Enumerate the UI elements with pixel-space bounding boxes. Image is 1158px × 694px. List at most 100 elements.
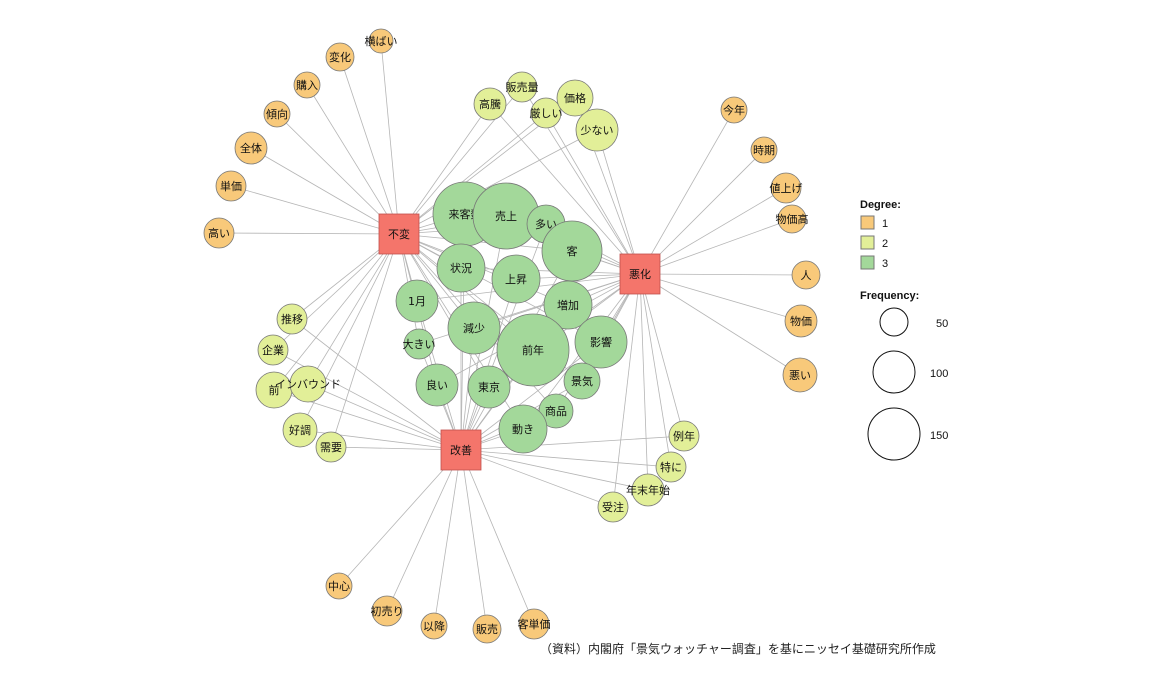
word-node: 初売り	[371, 595, 404, 627]
word-node-circle	[668, 420, 700, 452]
word-node-label: 特に	[660, 460, 682, 474]
word-node: 客単価	[518, 608, 551, 640]
word-node-circle	[597, 491, 629, 523]
word-node: 人	[791, 260, 821, 290]
word-node: 高い	[203, 217, 235, 249]
word-node: 東京	[467, 365, 511, 409]
legend: Degree: 1 2 3 Frequency: 50 100 150	[860, 199, 948, 461]
word-node-circle	[556, 79, 594, 117]
word-node-circle	[543, 280, 593, 330]
edge	[386, 449, 462, 612]
legend-freq-150-label: 150	[930, 430, 948, 442]
word-node: 商品	[538, 393, 574, 429]
word-node-label: 前	[269, 383, 280, 397]
word-node-label: 販売	[476, 623, 498, 636]
word-node-circle	[472, 614, 502, 644]
word-node: 変化	[325, 42, 355, 72]
word-node-circle	[491, 254, 541, 304]
word-node-circle	[631, 473, 665, 507]
edge	[639, 149, 765, 275]
edge	[250, 147, 400, 235]
word-node-circle	[655, 451, 687, 483]
word-node-label: 企業	[262, 343, 284, 357]
word-node-circle	[791, 260, 821, 290]
word-node-circle	[782, 357, 818, 393]
hub-node: 悪化	[619, 253, 661, 295]
legend-freq-150-circle	[867, 407, 921, 461]
word-node: 購入	[293, 71, 321, 99]
word-node: インバウンド	[275, 365, 341, 403]
edge	[291, 318, 462, 451]
legend-degree-2-label: 2	[882, 238, 888, 250]
word-node-circle	[368, 28, 394, 54]
legend-frequency-title: Frequency:	[860, 290, 919, 302]
word-node-label: 中心	[328, 580, 350, 593]
word-node: 良い	[415, 363, 459, 407]
word-node-circle	[720, 96, 748, 124]
edge	[433, 449, 462, 627]
word-node-label: 動き	[512, 422, 534, 436]
word-node-label: 良い	[426, 378, 448, 392]
edge	[639, 273, 807, 276]
word-node-label: 受注	[602, 500, 624, 514]
legend-freq-100-circle	[872, 350, 916, 394]
word-node-circle	[506, 71, 538, 103]
edge	[489, 103, 641, 275]
word-node-label: 初売り	[371, 604, 404, 618]
word-node: 前年	[496, 313, 570, 387]
word-node: 年末年始	[626, 473, 670, 507]
word-node-label: 少ない	[581, 124, 614, 137]
word-node-circle	[750, 136, 778, 164]
word-node-label: インバウンド	[275, 378, 341, 391]
word-node-label: 厳しい	[530, 106, 563, 120]
word-node-label: 景気	[571, 374, 593, 388]
edge	[398, 103, 491, 235]
edge	[639, 109, 735, 275]
word-node-label: 物価高	[776, 212, 809, 226]
hub-node-label: 悪化	[629, 267, 651, 281]
edge	[307, 383, 462, 451]
word-node: 受注	[597, 491, 629, 523]
edge	[460, 278, 517, 451]
edge	[460, 341, 602, 451]
word-node-circle	[395, 279, 439, 323]
word-node-circle	[784, 304, 818, 338]
hub-node-label: 改善	[450, 443, 472, 457]
hub-node: 改善	[440, 429, 482, 471]
hub-node-box	[378, 213, 420, 255]
legend-degree-1-label: 1	[882, 218, 888, 230]
word-node: 減少	[447, 301, 501, 355]
word-node: 時期	[750, 136, 778, 164]
word-node-label: 推移	[281, 312, 303, 326]
word-node-label: 高騰	[479, 97, 501, 111]
word-node-label: 増加	[557, 299, 579, 312]
word-node-circle	[371, 595, 403, 627]
word-node-label: 全体	[240, 141, 262, 155]
edge	[330, 446, 462, 451]
word-node-circle	[263, 100, 291, 128]
word-node-label: 単価	[220, 179, 242, 193]
word-node-label: 状況	[450, 261, 472, 275]
word-node-circle	[563, 362, 601, 400]
word-node: 横ばい	[365, 28, 398, 54]
word-node: 少ない	[575, 108, 619, 152]
word-node-label: 大きい	[403, 337, 436, 351]
edge	[460, 449, 488, 630]
word-node-circle	[420, 612, 448, 640]
edge	[639, 273, 802, 322]
word-node: 単価	[215, 170, 247, 202]
word-node-label: 前年	[522, 343, 544, 357]
edge	[330, 233, 400, 448]
word-node-circle	[325, 572, 353, 600]
word-node-label: 減少	[463, 321, 485, 335]
word-node: 客	[541, 220, 603, 282]
word-node-circle	[215, 170, 247, 202]
word-node-label: 年末年始	[626, 483, 670, 497]
word-node: 好調	[282, 412, 318, 448]
edge	[460, 449, 614, 508]
word-node-circle	[575, 108, 619, 152]
word-node: 推移	[276, 303, 308, 335]
edge	[639, 187, 787, 275]
